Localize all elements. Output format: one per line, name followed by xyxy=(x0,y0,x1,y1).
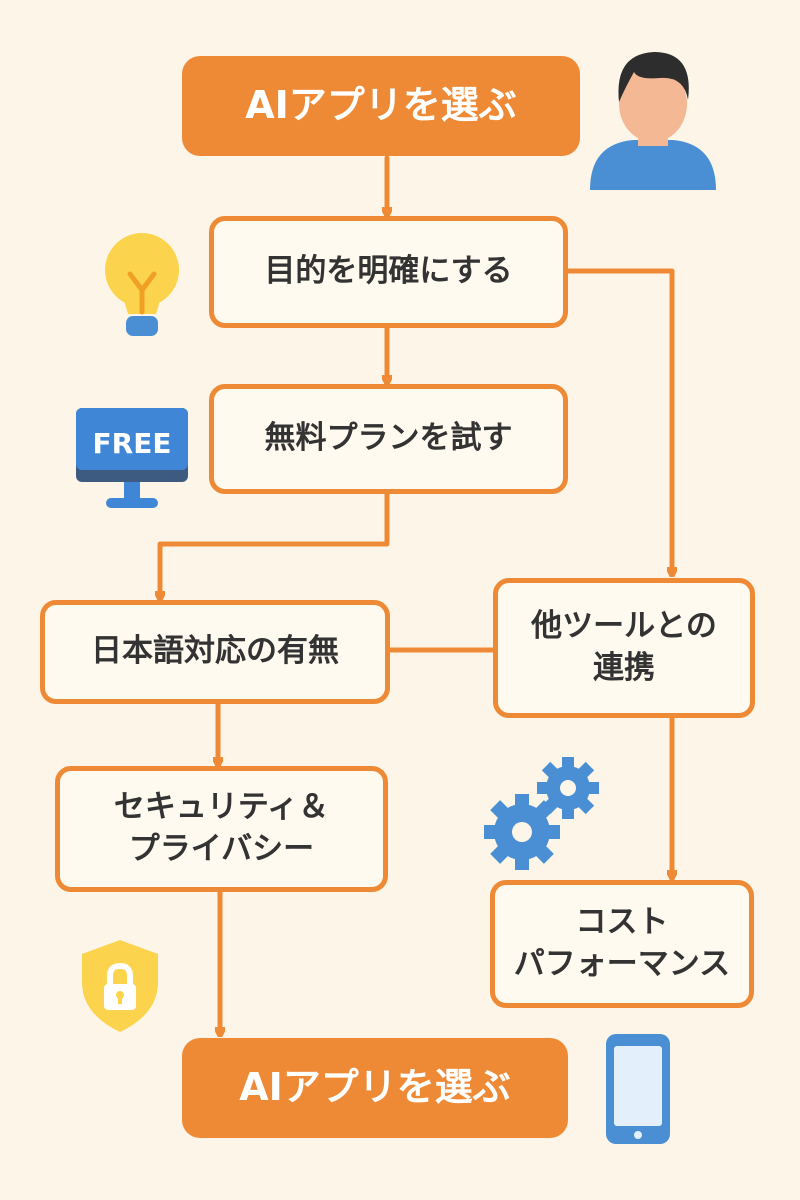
shield-lock-icon xyxy=(82,940,158,1032)
gears-icon xyxy=(484,757,599,870)
monitor-icon: FREE xyxy=(76,408,188,508)
security-node: セキュリティ＆ プライバシー xyxy=(55,766,388,892)
purpose-node: 目的を明確にする xyxy=(209,216,568,328)
free-trial-node-label: 無料プランを試す xyxy=(264,420,513,457)
start-node-label: AIアプリを選ぶ xyxy=(245,83,517,128)
end-node-label: AIアプリを選ぶ xyxy=(239,1065,511,1110)
person-icon xyxy=(590,52,716,190)
integration-node: 他ツールとの 連携 xyxy=(493,578,755,718)
security-node-line1: セキュリティ＆ xyxy=(113,789,330,826)
cost-node: コスト パフォーマンス xyxy=(490,880,754,1008)
start-node: AIアプリを選ぶ xyxy=(182,56,580,156)
lightbulb-icon xyxy=(105,233,179,336)
integration-node-line2: 連携 xyxy=(592,650,655,686)
japanese-support-node-label: 日本語対応の有無 xyxy=(91,633,339,670)
security-node-line2: プライバシー xyxy=(128,831,315,867)
smartphone-icon xyxy=(606,1034,670,1144)
cost-node-line2: パフォーマンス xyxy=(513,946,731,982)
integration-node-line1: 他ツールとの xyxy=(531,608,717,645)
gear-small xyxy=(537,757,599,819)
cost-node-line1: コスト xyxy=(575,904,669,941)
monitor-free-text: FREE xyxy=(93,427,172,460)
end-node: AIアプリを選ぶ xyxy=(182,1038,568,1138)
purpose-node-label: 目的を明確にする xyxy=(264,253,513,290)
japanese-support-node: 日本語対応の有無 xyxy=(40,600,390,704)
free-trial-node: 無料プランを試す xyxy=(209,384,568,494)
connector-purpose-integration xyxy=(563,268,672,572)
connector-free-japanese xyxy=(160,491,390,596)
